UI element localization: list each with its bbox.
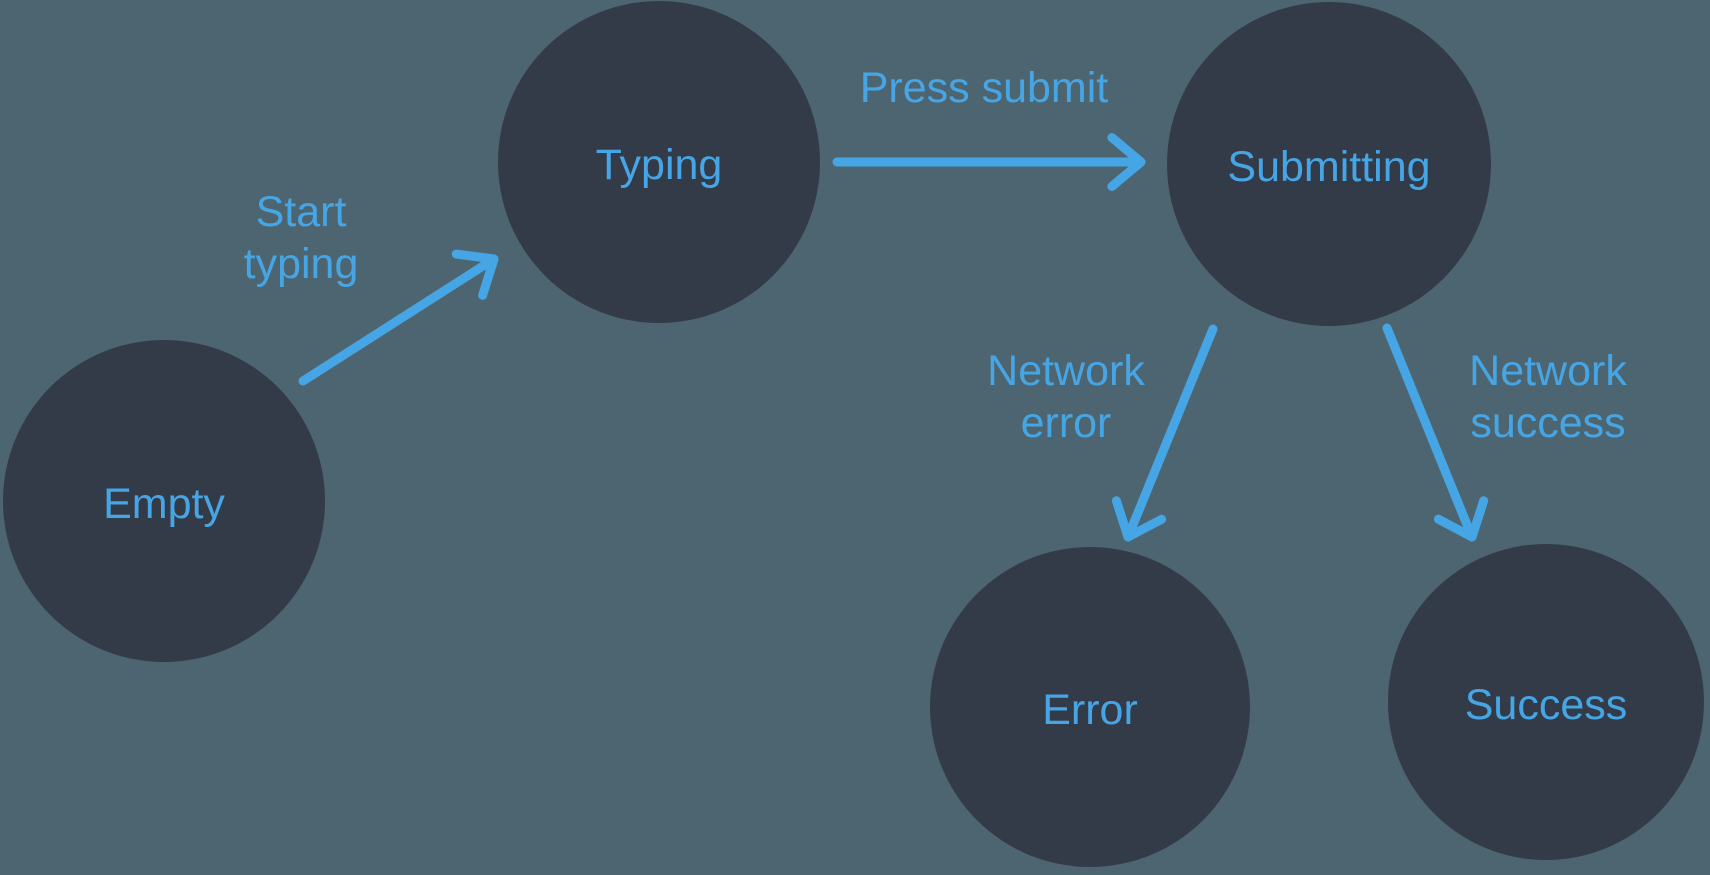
- state-node-success-label: Success: [1465, 681, 1628, 729]
- edge-network-success-label-line-2: success: [1470, 399, 1625, 447]
- state-node-submitting: [1167, 2, 1491, 326]
- state-node-empty-label: Empty: [103, 480, 225, 528]
- state-node-error-label: Error: [1042, 686, 1138, 734]
- edge-network-success-label-line-1: Network: [1469, 347, 1627, 395]
- edge-network-success-arrowhead-icon: [1433, 496, 1489, 542]
- state-node-typing-label: Typing: [596, 141, 723, 189]
- edge-network-success-line: [1382, 323, 1477, 542]
- edge-start-typing-label-line-2: typing: [244, 240, 359, 288]
- state-node-empty: [3, 340, 325, 662]
- edge-start-typing-label-line-1: Start: [256, 188, 347, 236]
- edge-start-typing-line: [298, 254, 499, 386]
- state-node-submitting-label: Submitting: [1227, 143, 1430, 191]
- state-node-success: [1388, 544, 1704, 860]
- edge-network-error-line: [1123, 324, 1218, 542]
- edge-network-error-label-line-2: error: [1021, 399, 1112, 447]
- edge-press-submit-arrowhead-icon: [1107, 133, 1146, 191]
- edge-network-error-label-line-1: Network: [987, 347, 1145, 395]
- state-node-error: [930, 547, 1250, 867]
- state-node-typing: [498, 1, 820, 323]
- edge-start-typing-arrowhead-icon: [451, 249, 499, 300]
- edge-press-submit-label-line-1: Press submit: [860, 64, 1109, 112]
- edge-network-error-arrowhead-icon: [1111, 496, 1167, 542]
